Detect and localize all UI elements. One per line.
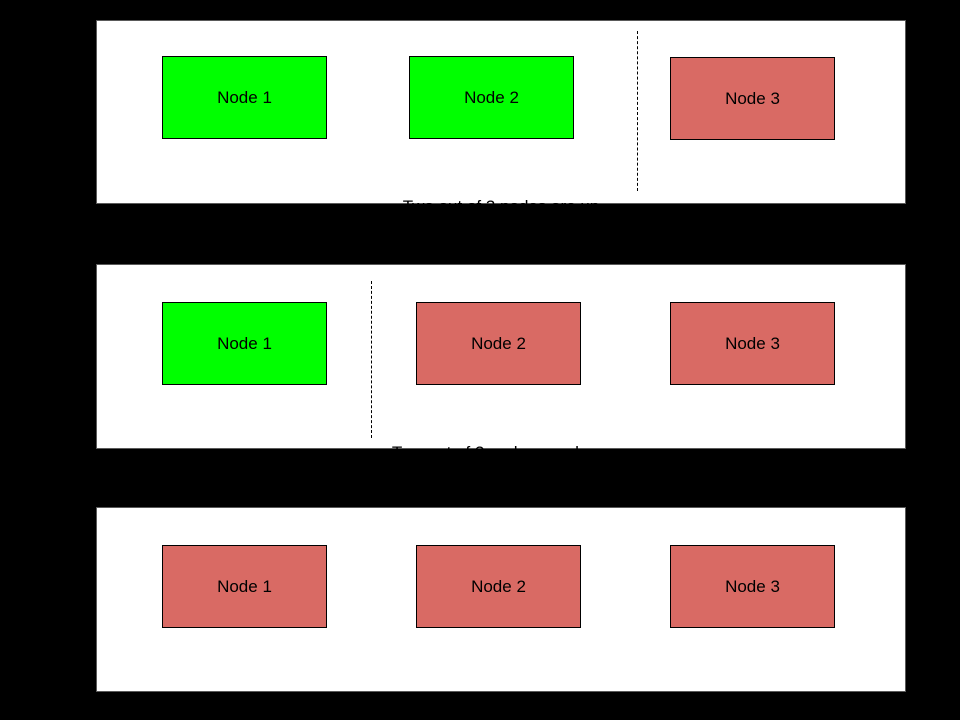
node-box: Node 1 xyxy=(162,302,327,385)
node-label: Node 1 xyxy=(217,333,272,353)
node-box: Node 2 xyxy=(416,545,581,628)
scenario-panel-all-down: Node 1 Node 2 Node 3 All Nodes are down … xyxy=(96,507,906,708)
node-label: Node 3 xyxy=(725,88,780,108)
node-box: Node 2 xyxy=(409,56,574,139)
scenario-panel-majority-down: Node 1 Node 2 Node 3 Two out of 3 nodes … xyxy=(96,264,906,528)
node-box: Node 1 xyxy=(162,56,327,139)
node-box: Node 3 xyxy=(670,545,835,628)
node-box: Node 3 xyxy=(670,57,835,140)
scenario-caption: All Nodes are down Majority Fails & Clus… xyxy=(97,644,905,720)
node-box: Node 3 xyxy=(670,302,835,385)
node-label: Node 3 xyxy=(725,576,780,596)
quorum-partition-divider-dashed-line xyxy=(637,31,638,191)
caption-line-1: Two out of 3 nodes are down xyxy=(391,443,611,462)
node-label: Node 1 xyxy=(217,87,272,107)
quorum-partition-divider-dashed-line xyxy=(371,281,372,438)
node-box: Node 1 xyxy=(162,545,327,628)
node-label: Node 1 xyxy=(217,576,272,596)
node-label: Node 3 xyxy=(725,333,780,353)
caption-line-1: Two out of 3 nodes are up xyxy=(402,197,600,216)
node-label: Node 2 xyxy=(471,333,526,353)
caption-line-1: All Nodes are down xyxy=(427,689,575,708)
scenario-panel-majority-up: Node 1 Node 2 Node 3 Two out of 3 nodes … xyxy=(96,20,906,282)
node-label: Node 2 xyxy=(464,87,519,107)
node-label: Node 2 xyxy=(471,576,526,596)
node-box: Node 2 xyxy=(416,302,581,385)
